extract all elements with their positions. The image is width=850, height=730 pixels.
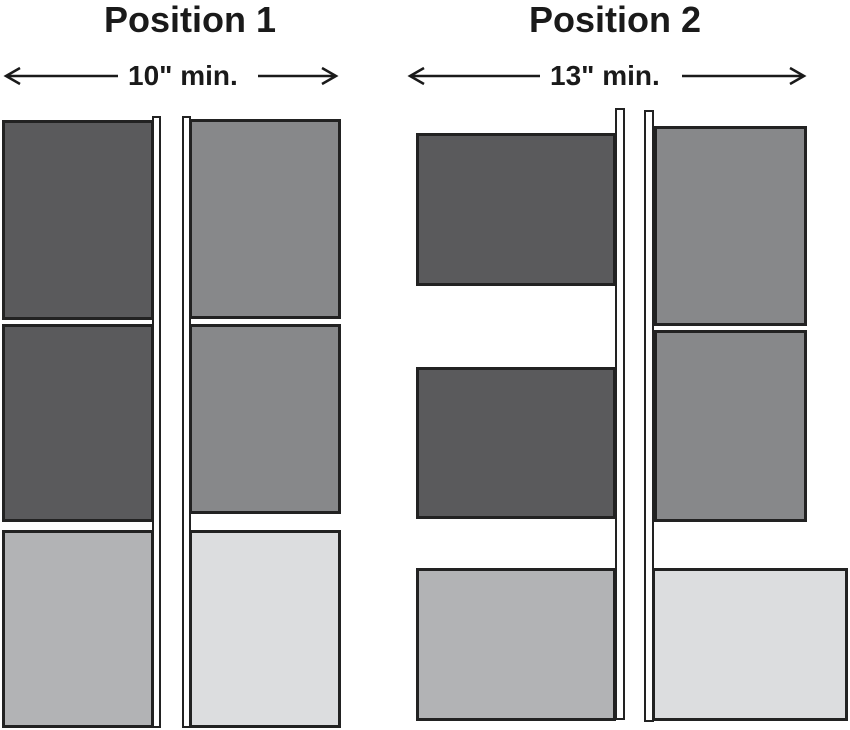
p2-right-block-middle xyxy=(654,330,807,522)
p2-right-rail xyxy=(644,110,654,722)
p1-left-block-bottom xyxy=(2,530,154,728)
p2-left-block-middle xyxy=(416,367,616,519)
position-2-title: Position 2 xyxy=(528,0,702,40)
p1-left-block-top xyxy=(2,120,154,320)
p1-right-block-middle xyxy=(189,324,341,514)
p2-right-block-top xyxy=(654,126,807,326)
p2-left-block-top xyxy=(416,133,616,286)
p1-left-block-middle xyxy=(2,324,154,522)
p1-left-rail xyxy=(152,116,161,728)
p2-left-block-bottom xyxy=(416,568,616,721)
position-2-dimension-label: 13" min. xyxy=(544,56,666,96)
p2-left-rail xyxy=(615,108,625,720)
position-1-title: Position 1 xyxy=(103,0,277,40)
p1-right-block-bottom xyxy=(189,530,341,728)
p1-right-block-top xyxy=(189,119,341,319)
p2-right-block-bottom xyxy=(652,568,848,721)
position-1-dimension-label: 10" min. xyxy=(122,56,244,96)
